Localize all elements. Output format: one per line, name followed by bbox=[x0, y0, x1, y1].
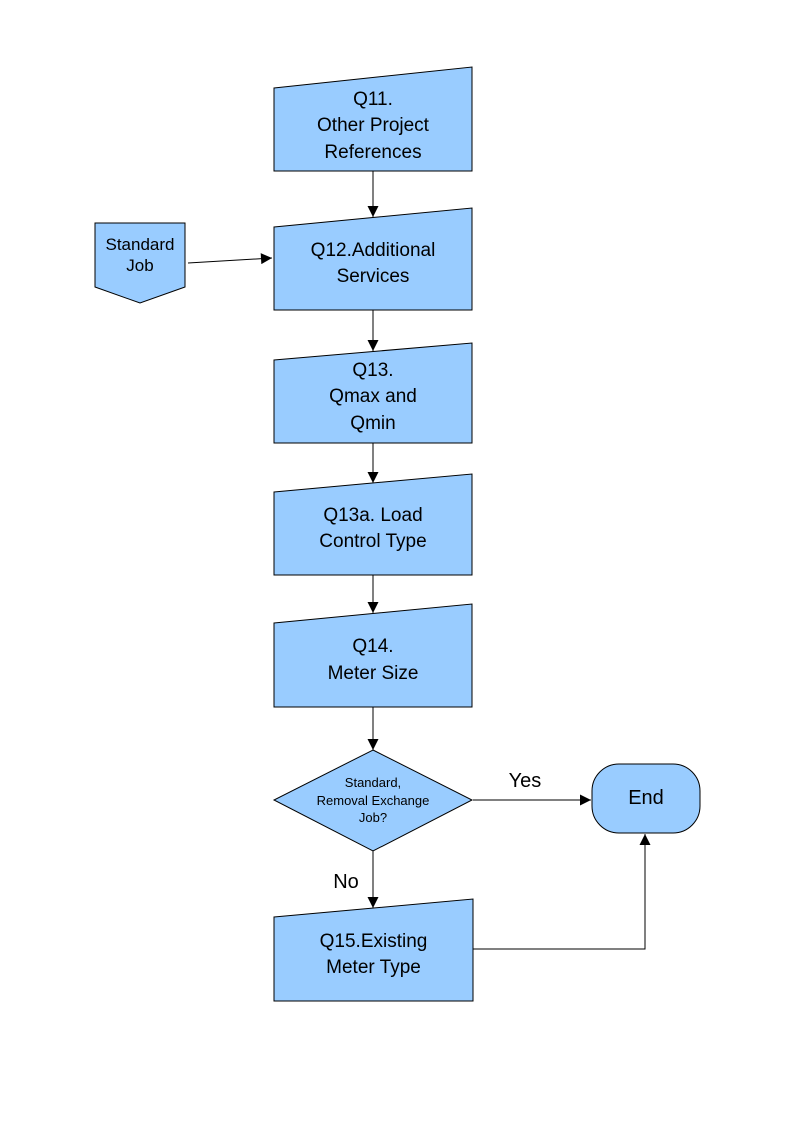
q14-shape bbox=[273, 603, 473, 708]
q12-shape bbox=[273, 207, 473, 311]
connector-q15-to-end bbox=[473, 834, 651, 950]
end-shape bbox=[591, 763, 701, 834]
q11-shape bbox=[273, 66, 473, 172]
q13a-shape bbox=[273, 473, 473, 576]
decision-shape bbox=[272, 749, 474, 852]
standard-job-shape bbox=[94, 222, 186, 304]
q15-shape bbox=[273, 898, 474, 1002]
q13-shape bbox=[273, 342, 473, 444]
connector-standardjob-to-q12 bbox=[187, 253, 273, 265]
